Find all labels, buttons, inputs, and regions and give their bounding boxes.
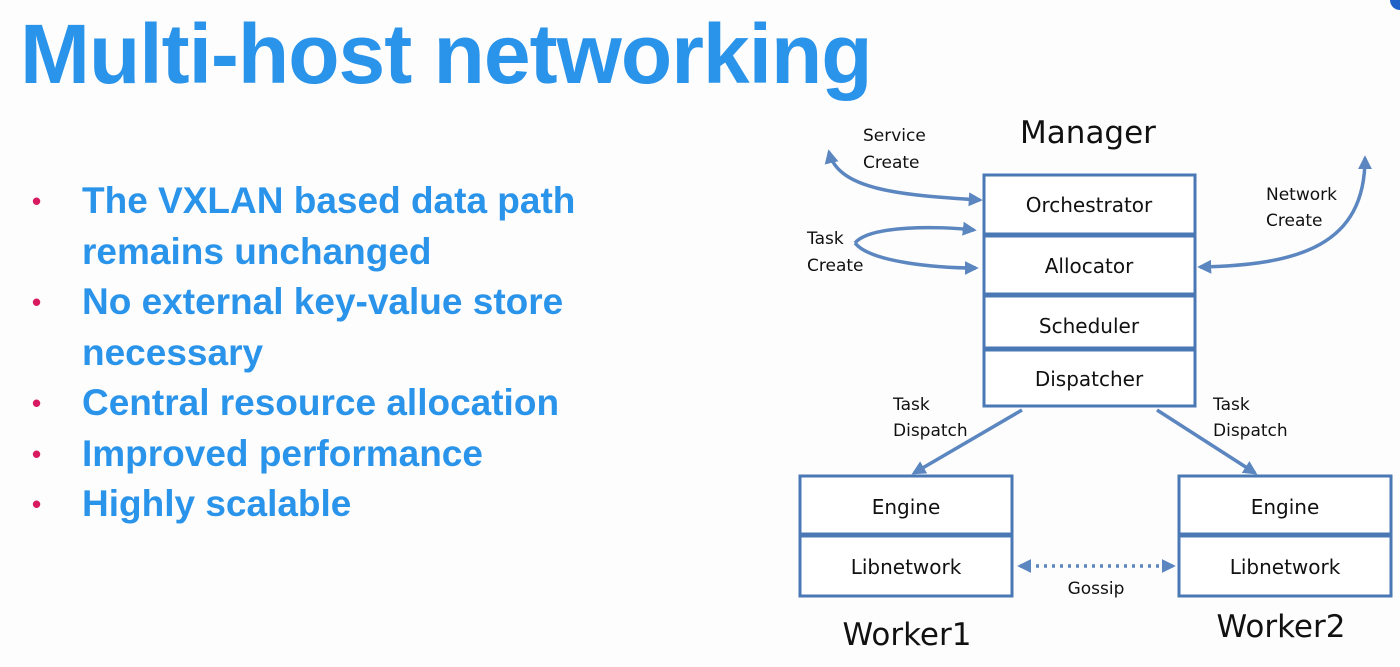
worker2-libnetwork-box (1177, 534, 1393, 598)
task-dispatch-left-arrow (911, 408, 1023, 475)
service-create-label-line2: Create (863, 153, 920, 173)
dispatcher-box (982, 348, 1197, 408)
allocator-label: Allocator (1045, 254, 1134, 278)
dispatcher-label: Dispatcher (1035, 367, 1144, 391)
task-create-label-line2: Create (807, 256, 864, 276)
service-create-label-line1: Service (863, 126, 926, 146)
network-create-label-line1: Network (1266, 185, 1337, 205)
orchestrator-box (982, 173, 1197, 236)
worker2-engine-box (1177, 474, 1393, 536)
corner-mark (1390, 0, 1400, 10)
task-dispatch-right-arrow (1156, 408, 1258, 475)
bullet-dot-icon: • (32, 489, 42, 519)
slide-title: Multi-host networking (20, 7, 873, 101)
manager-title: Manager (1020, 115, 1156, 151)
worker2-libnetwork-label: Libnetwork (1230, 555, 1341, 579)
bullet-dot-icon: • (32, 388, 42, 418)
worker1-title: Worker1 (843, 617, 972, 653)
bullet-item: • Highly scalable (30, 479, 670, 530)
bullet-item: • No external key-value store necessary (30, 277, 670, 378)
gossip-label: Gossip (1068, 579, 1125, 599)
bullet-text: Highly scalable (82, 483, 352, 524)
bullet-list: • The VXLAN based data path remains uncha… (30, 176, 670, 530)
worker1-engine-label: Engine (872, 495, 941, 519)
task-create-label-line1: Task (806, 229, 844, 249)
task-create-arrow-upper (853, 221, 977, 245)
task-create-arrow-lower (853, 241, 979, 275)
manager-stack: Orchestrator Allocator Scheduler Dispatc… (982, 173, 1197, 408)
worker1-engine-box (798, 474, 1014, 536)
bullet-dot-icon: • (32, 287, 42, 317)
bullet-dot-icon: • (32, 438, 42, 469)
bullet-item: • Improved performance (30, 429, 670, 480)
scheduler-label: Scheduler (1039, 314, 1140, 338)
network-create-label-line2: Create (1266, 211, 1323, 231)
scheduler-box (982, 294, 1197, 350)
task-dispatch-left-label-line1: Task (892, 395, 930, 415)
worker1-stack: Engine Libnetwork (798, 474, 1014, 598)
task-dispatch-right-label-line1: Task (1212, 395, 1250, 415)
bullet-item: • The VXLAN based data path remains uncha… (30, 176, 670, 277)
bullet-item: • Central resource allocation (30, 378, 670, 429)
bullet-text: Central resource allocation (82, 382, 560, 423)
task-dispatch-right-label-line2: Dispatch (1213, 421, 1288, 441)
bullet-dot-icon: • (32, 186, 42, 216)
bullet-text: Improved performance (82, 432, 483, 474)
orchestrator-label: Orchestrator (1026, 193, 1153, 217)
bullet-text: The VXLAN based data path remains unchan… (82, 180, 576, 272)
service-create-arrow (824, 149, 983, 207)
network-create-arrow (1197, 155, 1372, 274)
bullet-text: No external key-value store necessary (82, 281, 564, 373)
worker2-stack: Engine Libnetwork (1177, 474, 1393, 598)
worker1-libnetwork-box (798, 534, 1014, 598)
allocator-box (982, 234, 1197, 296)
task-dispatch-left-label-line2: Dispatch (893, 421, 968, 441)
worker2-title: Worker2 (1217, 609, 1346, 645)
worker1-libnetwork-label: Libnetwork (851, 555, 962, 579)
worker2-engine-label: Engine (1251, 495, 1320, 519)
